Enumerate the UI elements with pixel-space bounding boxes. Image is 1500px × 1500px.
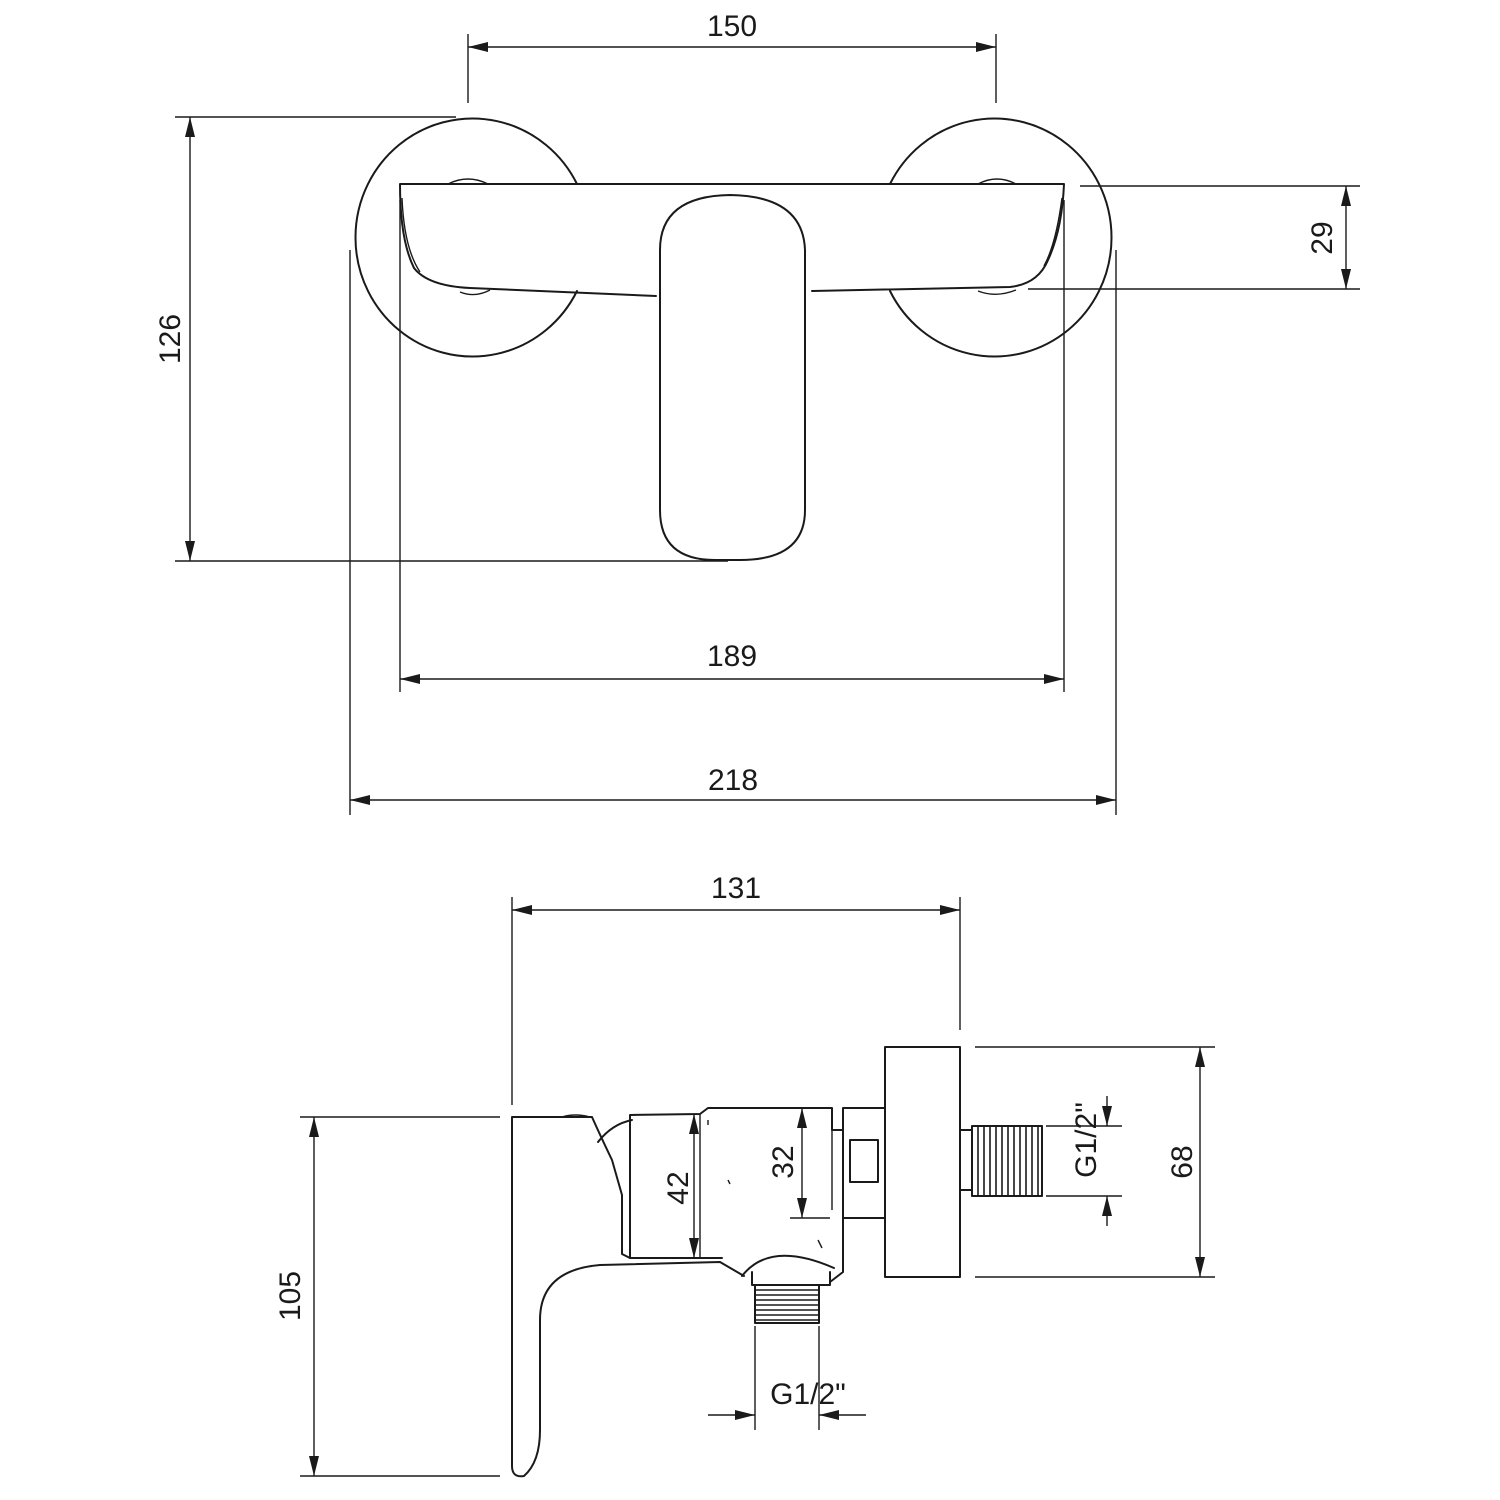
dim-131: 131: [511, 872, 961, 1105]
dim-126: 126: [154, 116, 728, 562]
dim-68: 68: [975, 1046, 1215, 1278]
dim-189: 189: [399, 200, 1065, 692]
dim-32: 32: [767, 1107, 830, 1219]
dim-218: 218: [349, 250, 1117, 815]
dim-189-label: 189: [707, 640, 757, 673]
dim-inlet-thread-label: G1/2": [1070, 1102, 1103, 1178]
side-lever: [511, 1116, 745, 1478]
dim-105-label: 105: [274, 1271, 307, 1321]
lever-handle: [659, 194, 806, 561]
left-rosette: [354, 117, 578, 358]
right-rosette: [889, 117, 1113, 358]
dim-outlet-thread-label: G1/2": [770, 1378, 846, 1411]
dim-29-label: 29: [1306, 221, 1339, 254]
outlet-thread: [754, 1284, 820, 1324]
dim-126-label: 126: [154, 314, 187, 364]
dim-29: 29: [1028, 185, 1360, 290]
side-view: 131 105 42 32 68: [274, 872, 1215, 1478]
dim-105: 105: [274, 1116, 500, 1477]
wall-flange: [884, 1046, 961, 1278]
dim-42-label: 42: [662, 1171, 695, 1204]
dim-218-label: 218: [708, 764, 758, 797]
inlet-thread: [959, 1125, 1043, 1197]
dim-32-label: 32: [767, 1145, 800, 1178]
dim-131-label: 131: [711, 872, 761, 905]
mixer-body: [399, 183, 1065, 297]
front-view: 150 126 29 189 218: [154, 10, 1360, 815]
dim-68-label: 68: [1166, 1145, 1199, 1178]
valve-cylinder: [629, 1107, 844, 1283]
dim-150: 150: [467, 10, 997, 103]
dim-inlet-thread: G1/2": [1046, 1096, 1122, 1226]
dim-42: 42: [662, 1114, 699, 1258]
dim-outlet-thread: G1/2": [708, 1326, 866, 1430]
dim-150-label: 150: [707, 10, 757, 43]
